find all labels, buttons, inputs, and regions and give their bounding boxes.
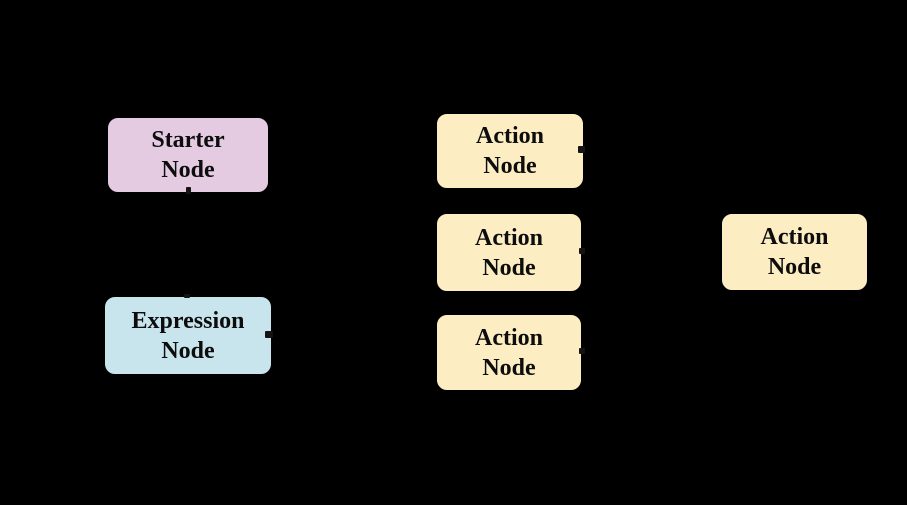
action-node-1-label-line1: Action [476,123,544,149]
action-node-1: Action Node [435,112,585,190]
action-node-2-label-line2: Node [482,254,536,281]
connector-stub-expression-right [265,331,273,338]
action-node-2-label-line1: Action [475,224,543,251]
starter-node-label-line1: Starter [151,127,225,153]
connector-stub-action-2-right [579,248,585,254]
connector-stub-action-3-right [579,348,585,354]
starter-node-label-line2: Node [161,157,215,183]
connector-stub-expression-top [184,294,190,298]
action-node-4: Action Node [720,212,869,292]
action-node-3-label-line2: Node [482,354,536,381]
action-node-1-label-line2: Node [483,153,537,179]
action-node-4-label-line2: Node [767,254,822,280]
expression-node-label-line1: Expression [131,307,245,334]
connector-stub-action-1-right [578,146,585,153]
action-node-4-label-line1: Action [760,224,829,250]
expression-node: Expression Node [103,295,273,376]
action-node-3-label-line1: Action [475,324,543,351]
action-node-3: Action Node [435,313,583,392]
starter-node: Starter Node [106,116,270,194]
action-node-2: Action Node [435,212,583,293]
connector-stub-starter-bottom [186,187,191,194]
expression-node-label-line2: Node [161,337,215,364]
